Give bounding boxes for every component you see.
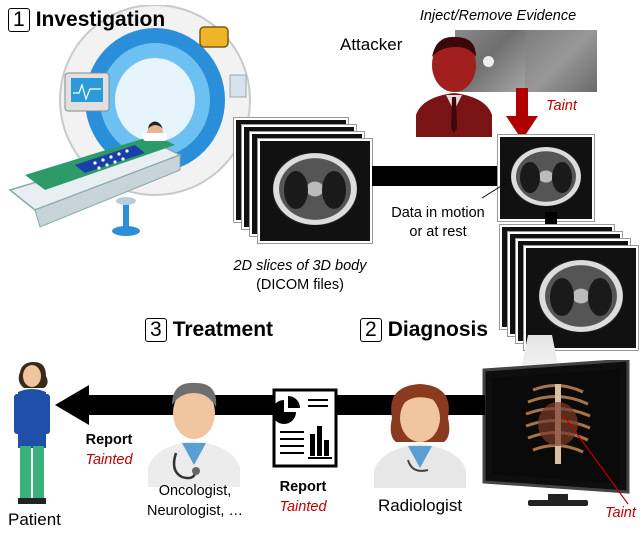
tampered-slice-stack (500, 225, 640, 350)
doctor-label-line2: Neurologist, … (147, 503, 243, 519)
slices-caption-line2: (DICOM files) (256, 277, 344, 293)
attacker-injection-arrow (506, 88, 538, 140)
dicom-slice-stack (234, 118, 379, 248)
report-left-label: Report (85, 432, 133, 448)
step-1-investigation-title: 1 Investigation (8, 8, 165, 32)
dicom-slice (258, 139, 372, 243)
radiologist-icon (374, 384, 466, 488)
doctor-label-line1: Oncologist, (158, 483, 232, 499)
attacker-icon (416, 36, 492, 137)
data-motion-pointer-line (481, 182, 507, 199)
step-2-number: 2 (360, 318, 382, 342)
step-3-number: 3 (145, 318, 167, 342)
step-3-label: Treatment (172, 318, 274, 341)
report-left-status: Tainted (85, 452, 133, 468)
report-document-icon (272, 388, 338, 468)
ct-zoom-patch-clean (525, 30, 597, 92)
data-in-motion-line2: or at rest (409, 224, 467, 240)
slices-caption-line1: 2D slices of 3D body (233, 258, 367, 274)
radiologist-label: Radiologist (377, 496, 463, 515)
tampered-ct-slice (498, 135, 594, 221)
step-1-label: Investigation (35, 8, 166, 31)
step-1-number: 1 (8, 8, 30, 32)
mri-scanner-illustration (8, 5, 251, 236)
report-center-label: Report (279, 479, 327, 495)
doctor-icon (148, 382, 240, 487)
step-2-label: Diagnosis (387, 318, 489, 341)
attacker-taint-label: Taint (546, 98, 577, 114)
workstation-monitor (482, 360, 630, 506)
step-3-treatment-title: 3 Treatment (145, 318, 273, 342)
data-in-motion-line1: Data in motion (391, 205, 485, 221)
monitor-taint-pointer-line (563, 415, 629, 505)
inject-remove-evidence-label: Inject/Remove Evidence (419, 8, 577, 24)
report-center-status: Tainted (279, 499, 327, 515)
patient-label: Patient (8, 510, 61, 529)
step-2-diagnosis-title: 2 Diagnosis (360, 318, 488, 342)
patient-figure (14, 362, 50, 504)
monitor-taint-label: Taint (605, 505, 636, 521)
attacker-label: Attacker (340, 35, 403, 54)
dicom-slice (524, 246, 638, 350)
injected-nodule-marker (483, 56, 494, 67)
transfer-bar (372, 166, 502, 186)
